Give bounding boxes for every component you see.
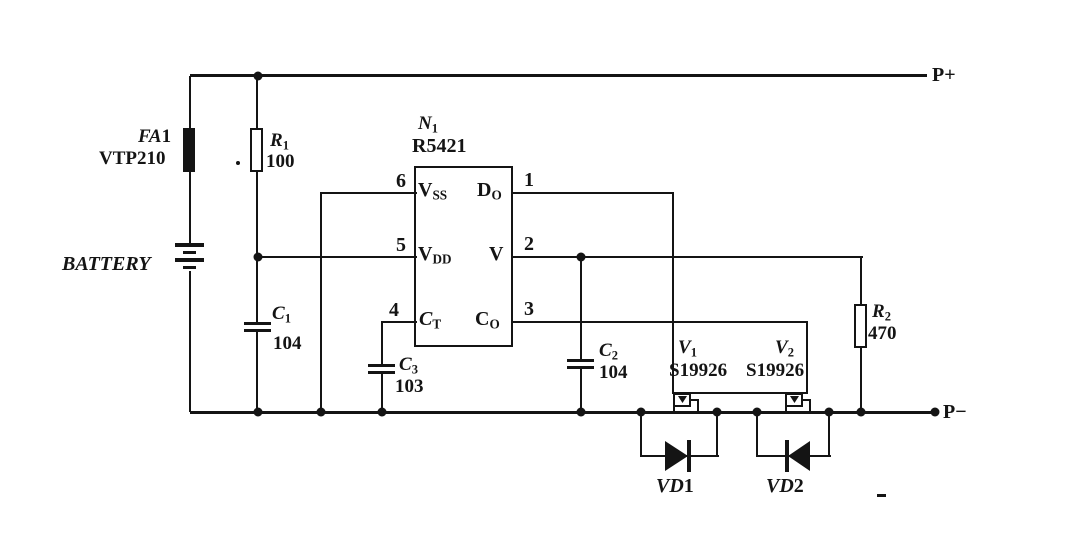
resistor-r1-body: [250, 128, 263, 172]
fuse-body: [183, 128, 195, 172]
wire-top-rail: [190, 74, 927, 77]
vd2-label: VD2: [766, 475, 804, 497]
c3-ref-label: C3: [399, 354, 418, 377]
junction-dot: [576, 407, 586, 417]
v1-model-label: S19926: [669, 360, 728, 381]
ic-pin-do-label: DO: [477, 179, 502, 203]
c3-value-label: 103: [395, 376, 424, 397]
junction-dot: [856, 407, 866, 417]
junction-dot: [752, 407, 762, 417]
wire-pin1-down: [672, 192, 674, 323]
junction-dot: [253, 407, 263, 417]
battery-label: BATTERY: [62, 253, 151, 275]
mosfet-v1-symbol: [668, 393, 699, 413]
diode-vd1-symbol: [665, 440, 691, 472]
battery-plate-short: [183, 251, 196, 254]
r2-value-label: 470: [868, 323, 897, 344]
wire-pin6-vss: [321, 192, 417, 194]
junction-dot: [930, 407, 940, 417]
capacitor-c1-plate: [244, 322, 271, 325]
wire-c1-bottom: [256, 332, 258, 412]
junction-dot: [377, 407, 387, 417]
ic-pin2-number: 2: [524, 233, 534, 255]
ic-model-label: R5421: [412, 135, 467, 157]
wire-c2-bottom: [580, 369, 582, 412]
r2-ref-label: R2: [872, 301, 891, 324]
ic-pin-ct-label: CT: [419, 308, 442, 332]
junction-dot: [576, 252, 586, 262]
wire-fuse-to-battery: [189, 171, 191, 245]
wire-pin3-co: [513, 321, 808, 323]
diode-vd2-symbol: [785, 440, 810, 472]
junction-dot: [824, 407, 834, 417]
scan-speck: [236, 161, 240, 165]
junction-dot: [253, 252, 263, 262]
wire-c2-top: [580, 257, 582, 360]
ic-pin4-number: 4: [389, 299, 399, 321]
wire-pin1-do: [513, 192, 674, 194]
ic-ref-label: N1: [418, 113, 438, 136]
c1-ref-label: C1: [272, 303, 291, 326]
wire-r2-bottom: [860, 347, 862, 412]
ic-body: [414, 166, 513, 347]
mosfet-gate-box: [672, 321, 808, 394]
capacitor-c2-plate: [567, 359, 594, 362]
capacitor-c2-plate: [567, 366, 594, 369]
terminal-p-minus-label: P−: [943, 401, 967, 423]
mosfet-v2-symbol: [780, 393, 811, 413]
vd1-label: VD1: [656, 475, 694, 497]
fuse-model-label: VTP210: [99, 148, 166, 169]
ic-pin-v-label: V: [489, 243, 504, 265]
v2-ref-label: V2: [775, 337, 794, 360]
junction-dot: [316, 407, 326, 417]
capacitor-c1-plate: [244, 329, 271, 332]
c1-value-label: 104: [273, 333, 302, 354]
r1-value-label: 100: [266, 151, 295, 172]
wire-r2-top: [860, 257, 862, 305]
c2-ref-label: C2: [599, 340, 618, 363]
c2-value-label: 104: [599, 362, 628, 383]
ic-pin1-number: 1: [524, 169, 534, 191]
ic-pin-co-label: CO: [475, 308, 500, 332]
wire-fuse-top: [189, 76, 191, 129]
ic-pin-vdd-label: VDD: [418, 243, 452, 267]
ic-pin6-number: 6: [396, 170, 406, 192]
capacitor-c3-plate: [368, 371, 395, 374]
wire-pin2-v: [513, 256, 863, 258]
junction-dot: [712, 407, 722, 417]
ic-pin3-number: 3: [524, 298, 534, 320]
wire-battery-to-rail: [189, 271, 191, 412]
battery-plate-short: [183, 266, 196, 269]
wire-vd1-right: [716, 412, 718, 457]
battery-plate-long: [175, 243, 204, 247]
battery-plate-long: [175, 258, 204, 262]
wire-c1-top: [256, 257, 258, 323]
ic-pin5-number: 5: [396, 234, 406, 256]
wire-r1-bottom: [256, 171, 258, 258]
v1-ref-label: V1: [678, 337, 697, 360]
wire-pin5-vdd: [257, 256, 417, 258]
terminal-p-plus-label: P+: [932, 64, 956, 86]
wire-c3-top: [381, 321, 383, 365]
resistor-r2-body: [854, 304, 867, 348]
wire-c3-bottom: [381, 374, 383, 412]
junction-dot: [636, 407, 646, 417]
wire-r1-top: [256, 76, 258, 129]
r1-ref-label: R1: [270, 130, 289, 153]
wire-bottom-rail: [190, 411, 938, 414]
fuse-ref-label: FA1: [138, 126, 172, 147]
junction-dot: [253, 71, 263, 81]
scan-speck: [877, 494, 886, 497]
wire-pin4-ct: [382, 321, 417, 323]
wire-vd2-right: [828, 412, 830, 457]
v2-model-label: S19926: [746, 360, 805, 381]
wire-vd2-left: [756, 412, 758, 457]
wire-vd1-left: [640, 412, 642, 457]
wire-vss-down: [320, 192, 322, 412]
capacitor-c3-plate: [368, 364, 395, 367]
ic-pin-vss-label: VSS: [418, 179, 448, 203]
